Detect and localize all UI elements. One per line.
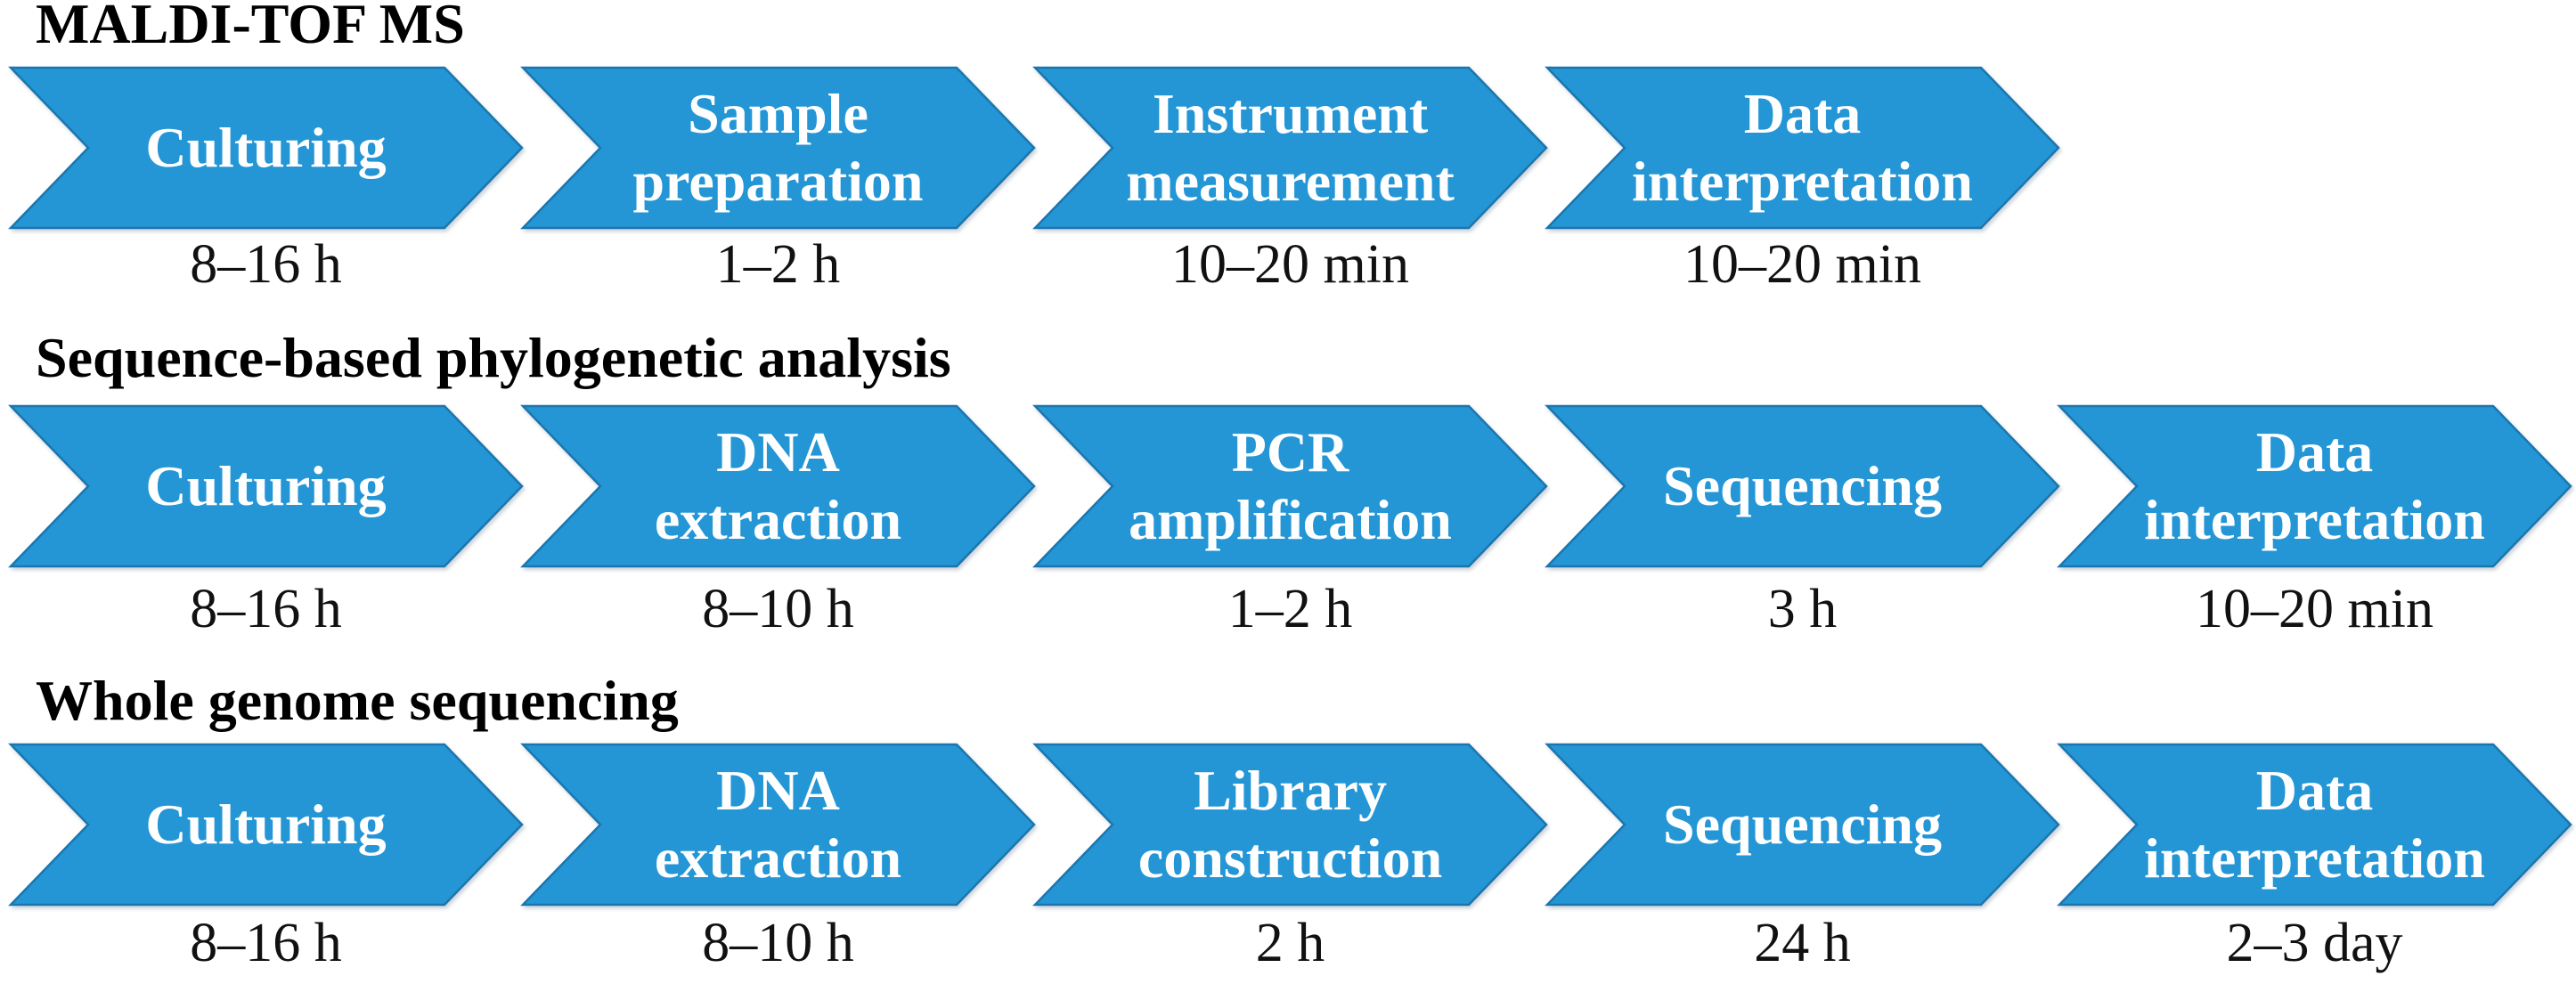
step-label-line: Culturing (145, 793, 387, 856)
row-title: MALDI-TOF MS (36, 0, 465, 55)
chevron-arrow-shape (8, 66, 524, 230)
step-label-line: DNA (716, 420, 840, 484)
step-label-line: interpretation (1632, 150, 1973, 213)
step-label-line: Culturing (145, 454, 387, 517)
step-duration: 24 h (1754, 913, 1851, 973)
chevron-arrow-shape (520, 743, 1036, 907)
step-label: Culturing (9, 67, 523, 229)
chevron-arrow-shape (1545, 404, 2060, 568)
row-title: Whole genome sequencing (36, 669, 679, 732)
step-label-line: Sequencing (1663, 454, 1942, 517)
chevron-arrow-shape (1032, 66, 1548, 230)
step-duration: 10–20 min (1683, 234, 1921, 295)
step-label-line: interpretation (2144, 826, 2485, 890)
step-duration: 8–16 h (190, 579, 342, 639)
chevron-arrow-shape (2057, 404, 2572, 568)
step-label-line: preparation (632, 150, 924, 213)
step-duration: 10–20 min (2196, 579, 2433, 639)
step-label-line: Sequencing (1663, 793, 1942, 856)
step-label-line: Library (1194, 759, 1387, 822)
step-label: Culturing (9, 744, 523, 906)
step-duration: 8–10 h (702, 579, 854, 639)
step-label-line: amplification (1129, 488, 1452, 551)
step-duration: 8–16 h (190, 913, 342, 973)
step-duration: 3 h (1767, 579, 1838, 639)
step-label-line: PCR (1231, 420, 1349, 484)
step-duration: 8–16 h (190, 234, 342, 295)
step-label-line: extraction (654, 826, 902, 890)
step-duration: 2 h (1255, 913, 1325, 973)
chevron-arrow-shape (1545, 743, 2060, 907)
duration-row: 8–16 h 8–10 h 2 h 24 h 2–3 day (9, 915, 2576, 979)
chevron-arrow-shape (1545, 66, 2060, 230)
chevron-arrow-shape (1032, 743, 1548, 907)
chevron-arrow-shape (520, 404, 1036, 568)
chevron-arrow-shape (8, 743, 524, 907)
chevron-arrow-shape (520, 66, 1036, 230)
step-label-line: Culturing (145, 116, 387, 179)
step-label-line: Sample (688, 82, 868, 145)
step-label-line: DNA (716, 759, 840, 822)
step-label-line: Instrument (1152, 82, 1429, 145)
step-duration: 1–2 h (1227, 579, 1353, 639)
duration-row: 8–16 h 1–2 h 10–20 min 10–20 min (9, 236, 2576, 300)
step-label-line: measurement (1126, 150, 1455, 213)
step-label-line: construction (1137, 826, 1443, 890)
step-label-line: Data (1743, 82, 1862, 145)
chevron-arrow-shape (8, 404, 524, 568)
step-duration: 8–10 h (702, 913, 854, 973)
step-label-line: extraction (654, 488, 902, 551)
step-label: Sequencing (1545, 405, 2059, 567)
row-title: Sequence-based phylogenetic analysis (36, 326, 951, 389)
step-duration: 1–2 h (715, 234, 841, 295)
chevron-arrow-shape (2057, 743, 2572, 907)
step-duration: 10–20 min (1171, 234, 1409, 295)
step-label-line: Data (2255, 759, 2374, 822)
step-duration: 2–3 day (2226, 913, 2403, 973)
step-label: Sequencing (1545, 744, 2059, 906)
step-label: Culturing (9, 405, 523, 567)
step-label-line: interpretation (2144, 488, 2485, 551)
duration-row: 8–16 h 8–10 h 1–2 h 3 h 10–20 min (9, 581, 2576, 645)
chevron-arrow-shape (1032, 404, 1548, 568)
step-label-line: Data (2255, 420, 2374, 484)
